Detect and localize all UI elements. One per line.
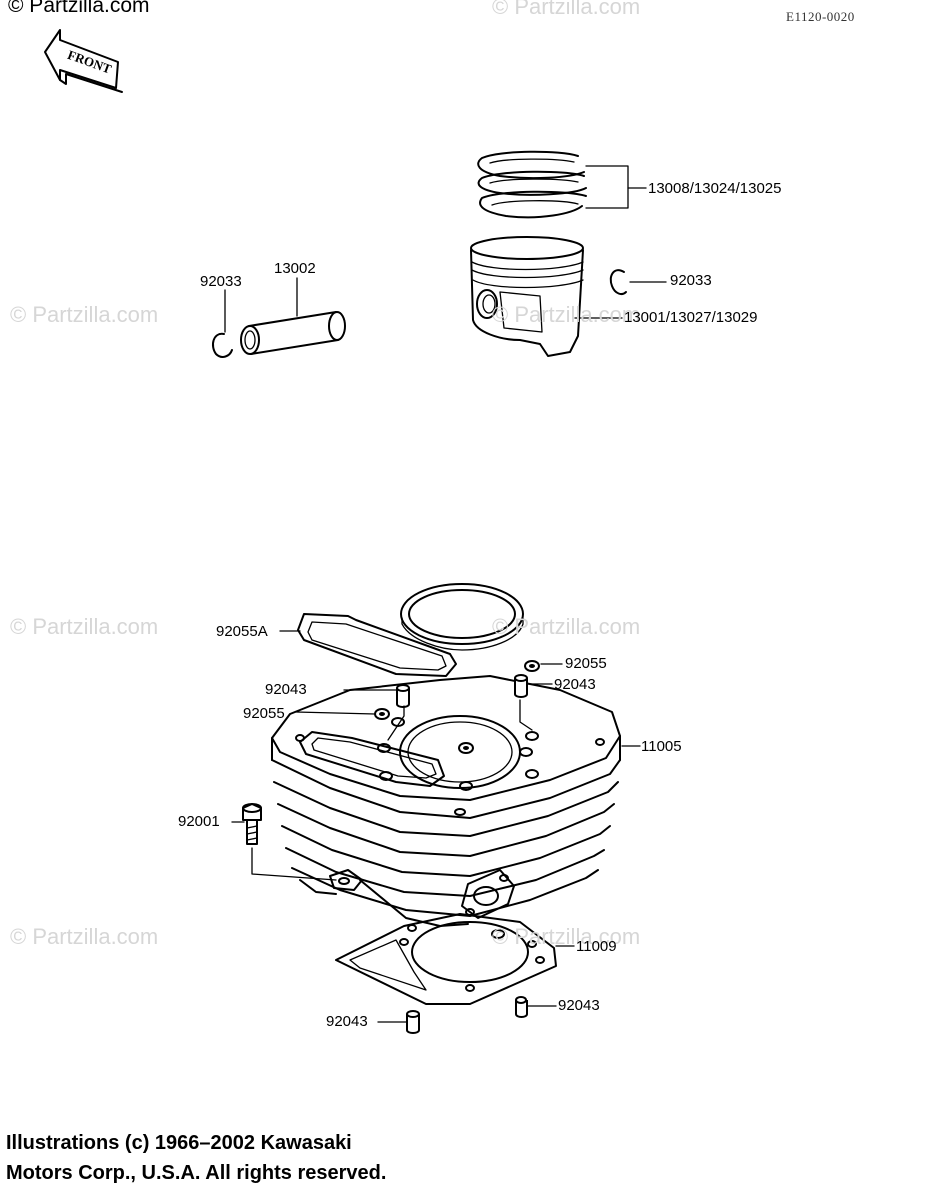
callout-cylinder[interactable]: 11005 xyxy=(641,738,682,755)
bolt-92001-drawing xyxy=(242,803,337,881)
callout-dowel-top-right[interactable]: 92043 xyxy=(554,676,596,693)
watermark: © Partzilla.com xyxy=(492,302,641,327)
watermark: © Partzilla.com xyxy=(492,0,641,19)
diagram-reference-code: E1120-0020 xyxy=(786,9,855,24)
copyright-line-2: Motors Corp., U.S.A. All rights reserved… xyxy=(6,1162,387,1184)
circlip-right-drawing xyxy=(609,269,627,295)
base-gasket-drawing xyxy=(335,913,557,1005)
watermark: © Partzilla.com xyxy=(10,924,159,949)
head-gasket-ring-drawing xyxy=(400,583,524,651)
dowel-pin-drawings xyxy=(396,674,528,1034)
callout-dowel-top-left[interactable]: 92043 xyxy=(265,681,307,698)
front-arrow-icon: FRONT xyxy=(44,29,123,93)
piston-pin-drawing xyxy=(240,311,346,355)
callout-base-gasket[interactable]: 11009 xyxy=(576,938,617,955)
callout-circlip-left[interactable]: 92033 xyxy=(200,273,242,290)
watermark-top-left: © Partzilla.com xyxy=(8,0,150,17)
callout-o-ring-right[interactable]: 92055 xyxy=(565,655,607,672)
watermark: © Partzilla.com xyxy=(10,614,159,639)
callout-dowel-bottom-right[interactable]: 92043 xyxy=(558,997,600,1014)
callout-gasket-a[interactable]: 92055A xyxy=(216,623,268,640)
upper-callout-leaders xyxy=(224,165,667,333)
gasket-92055a-drawing xyxy=(297,613,457,677)
watermark: © Partzilla.com xyxy=(492,614,641,639)
watermark: © Partzilla.com xyxy=(10,302,159,327)
callout-o-ring-left[interactable]: 92055 xyxy=(243,705,285,722)
callout-piston[interactable]: 13001/13027/13029 xyxy=(624,309,758,326)
cylinder-block-drawing xyxy=(271,675,621,927)
callout-circlip-right[interactable]: 92033 xyxy=(670,272,712,289)
callout-piston-pin[interactable]: 13002 xyxy=(274,260,316,277)
lower-callout-leaders xyxy=(231,630,641,1023)
callout-dowel-bottom-left[interactable]: 92043 xyxy=(326,1013,368,1030)
piston-rings-drawing xyxy=(477,150,587,219)
copyright-line-1: Illustrations (c) 1966–2002 Kawasaki xyxy=(6,1132,352,1154)
callout-piston-rings[interactable]: 13008/13024/13025 xyxy=(648,180,782,197)
circlip-left-drawing xyxy=(211,332,233,358)
watermark: © Partzilla.com xyxy=(492,924,641,949)
piston-drawing xyxy=(470,236,584,357)
callout-bolt[interactable]: 92001 xyxy=(178,813,220,830)
